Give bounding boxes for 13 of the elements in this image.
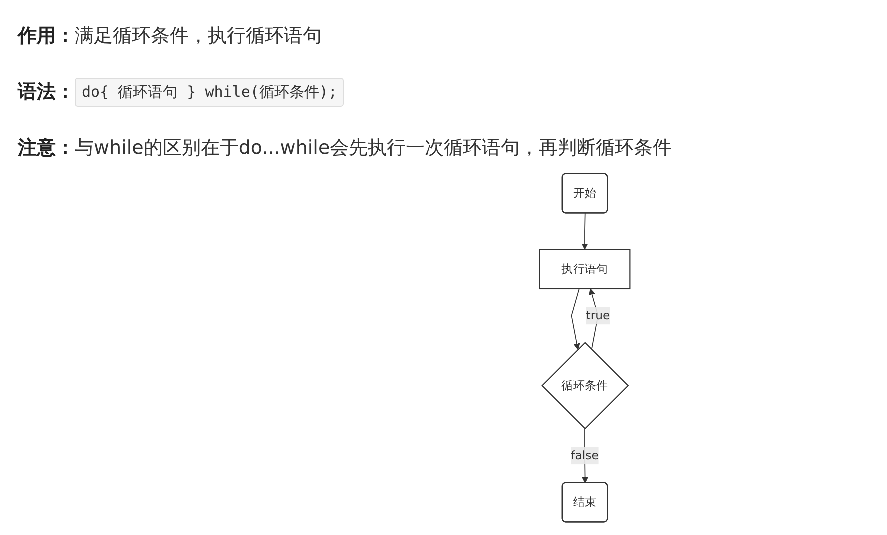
- body-text: 满足循环条件，执行循环语句: [75, 24, 322, 49]
- code-snippet: do{ 循环语句 } while(循环条件);: [75, 78, 344, 106]
- arrow: [571, 288, 580, 350]
- heading-label: 注意：: [18, 136, 75, 161]
- heading-label: 语法：: [18, 80, 75, 105]
- arrow: [589, 288, 599, 350]
- node-box: 执行语句: [539, 249, 631, 290]
- body-text: 与while的区别在于do...while会先执行一次循环语句，再判断循环条件: [75, 136, 672, 161]
- node-diamond: 循环条件: [542, 342, 630, 430]
- edge-label: false: [571, 448, 599, 462]
- arrow: [582, 213, 588, 250]
- heading-label: 作用：: [18, 24, 75, 49]
- edge-label: true: [586, 308, 610, 322]
